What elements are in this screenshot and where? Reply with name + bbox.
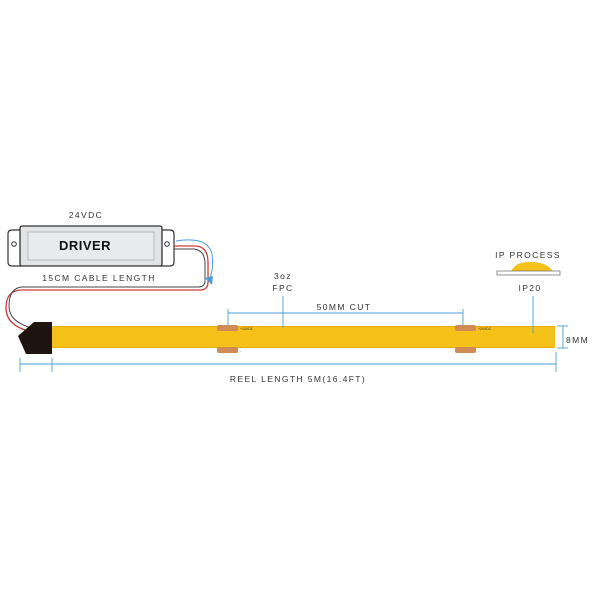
fpc-label-line1: 3oz [274,271,292,281]
cable-arrow-head [205,276,213,285]
pad-negative-label: - [240,349,242,353]
cut-label: 50MM CUT [317,302,372,312]
ip-process-substrate [496,270,561,276]
led-strip [48,326,555,348]
fpc-label-line2: FPC [272,283,293,293]
pad-positive-label: +24VDC [240,327,254,331]
reel-length-dimension-line [19,352,557,372]
ip-process-label: IP PROCESS [495,250,561,260]
pad-negative-label: - [478,349,480,353]
power-cable [5,245,209,333]
cut-pad-group-1: +24VDC - [217,325,254,353]
driver-left-tab [7,229,23,267]
voltage-label: 24VDC [69,210,103,220]
cable-length-label: 15CM CABLE LENGTH [42,273,156,283]
strip-end-connector [18,322,52,354]
width-label: 8MM [566,335,589,345]
cable-direction-arrow [175,239,214,281]
ip-rating-label: IP20 [518,283,541,293]
driver-right-tab [159,229,175,267]
copper-pad-positive [455,325,476,331]
driver-label-panel [27,231,155,261]
driver-label: DRIVER [59,238,111,253]
cut-pad-group-2: +24VDC - [455,325,492,353]
driver-right-screw-hole [164,241,170,247]
driver-left-screw-hole [11,241,17,247]
cut-dimension-line [227,309,464,326]
pad-positive-label: +24VDC [478,327,492,331]
copper-pad-negative [217,347,238,353]
driver-unit: DRIVER [7,225,175,267]
width-dimension-line [557,325,568,349]
ip-process-glue-dome [511,262,553,272]
copper-pad-positive [217,325,238,331]
copper-pad-negative [455,347,476,353]
reel-length-label: REEL LENGTH 5M(16.4FT) [230,374,366,384]
